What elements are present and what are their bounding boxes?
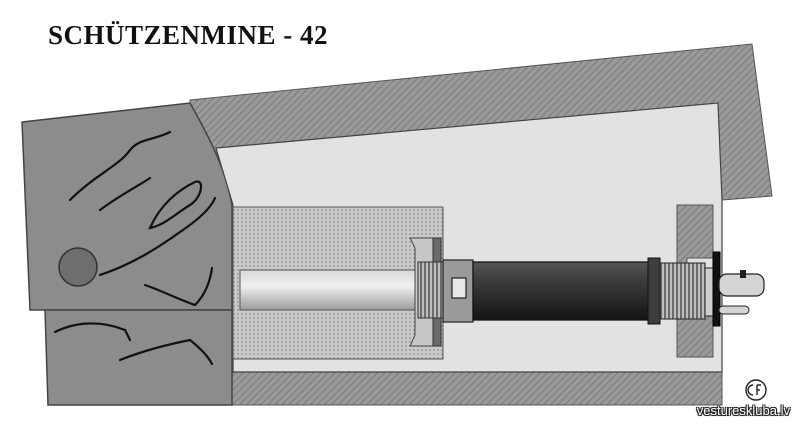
- firing-pin-assembly: [712, 251, 765, 327]
- diagram-title: SCHÜTZENMINE - 42: [48, 20, 329, 50]
- stone-pebble: [58, 247, 98, 287]
- stone-texture: [53, 130, 217, 366]
- stone-mass-upper: [21, 102, 233, 311]
- detonator-tube: [239, 269, 421, 311]
- stone-mass-lower: [44, 309, 233, 406]
- fuse-flange: [409, 237, 447, 347]
- site-watermark: vestureskluba.lv: [696, 403, 790, 418]
- copyright-seal-icon: [745, 379, 767, 401]
- fuse-body: [442, 257, 720, 325]
